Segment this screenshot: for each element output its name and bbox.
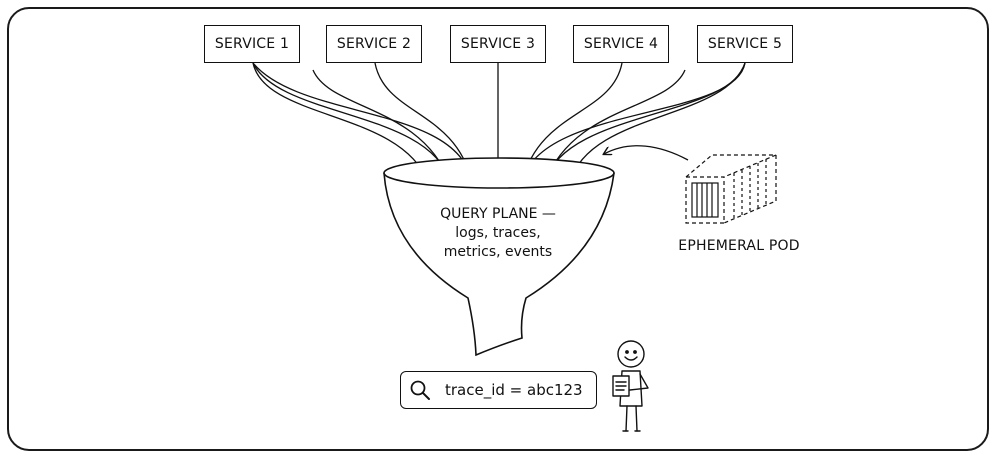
service-box-3: SERVICE 3 [450, 25, 546, 63]
ephemeral-pod-label: EPHEMERAL POD [678, 238, 800, 254]
search-query-text: trace_id = abc123 [445, 381, 583, 399]
search-icon [410, 380, 430, 400]
service-label: SERVICE 5 [707, 36, 783, 52]
service-label: SERVICE 2 [336, 36, 412, 52]
funnel-shape [383, 157, 615, 357]
service-label: SERVICE 1 [214, 36, 290, 52]
arrow-service1-a [252, 62, 428, 182]
shipping-container-icon [685, 154, 777, 224]
query-plane-line-3: metrics, events [443, 244, 553, 260]
service-label: SERVICE 4 [583, 36, 659, 52]
query-plane-line-2: logs, traces, [455, 225, 541, 241]
arrow-service1-c [252, 62, 472, 182]
trace-search-box[interactable]: trace_id = abc123 [400, 371, 597, 409]
diagram-frame [7, 7, 989, 451]
arrow-service4-b [545, 69, 686, 182]
service-box-4: SERVICE 4 [573, 25, 669, 63]
query-plane-label: QUERY PLANE — logs, traces, metrics, eve… [418, 205, 578, 262]
service-box-2: SERVICE 2 [326, 25, 422, 63]
service-label: SERVICE 3 [460, 36, 536, 52]
arrow-pod [604, 145, 689, 161]
arrow-service2-a [312, 69, 450, 182]
service-box-5: SERVICE 5 [697, 25, 793, 63]
query-plane-title: QUERY PLANE — [440, 206, 556, 222]
arrow-service5-c [570, 62, 746, 182]
person-with-clipboard-icon [612, 340, 649, 432]
service-box-1: SERVICE 1 [204, 25, 300, 63]
